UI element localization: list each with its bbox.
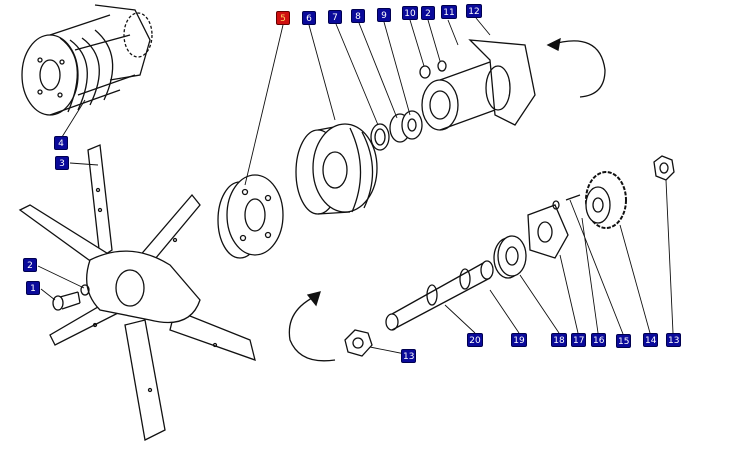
callout-16[interactable]: 16 (591, 333, 607, 347)
callout-17[interactable]: 17 (571, 333, 587, 347)
part-pulley-assembly (21, 4, 153, 116)
callout-9[interactable]: 9 (377, 8, 391, 22)
part-double-pulley (295, 123, 378, 215)
callout-2-left[interactable]: 2 (23, 258, 37, 272)
callout-15[interactable]: 15 (616, 334, 632, 348)
part-seals-bearings (370, 60, 447, 151)
part-housing (421, 39, 536, 131)
part-nut (344, 155, 675, 357)
callout-19[interactable]: 19 (511, 333, 527, 347)
callout-3[interactable]: 3 (55, 156, 69, 170)
part-fan (18, 144, 256, 441)
part-bearing (493, 235, 527, 279)
callout-5[interactable]: 5 (276, 11, 290, 25)
part-plate (527, 194, 581, 259)
part-bolt (52, 284, 90, 311)
callout-6[interactable]: 6 (302, 11, 316, 25)
callout-7[interactable]: 7 (328, 10, 342, 24)
callout-12[interactable]: 12 (466, 4, 482, 18)
rotation-arrow-top (546, 37, 606, 98)
rotation-arrow-bottom (288, 291, 336, 362)
part-gear (585, 171, 627, 229)
callout-1[interactable]: 1 (26, 281, 40, 295)
callout-14[interactable]: 14 (643, 333, 659, 347)
callout-20[interactable]: 20 (467, 333, 483, 347)
callout-4[interactable]: 4 (54, 136, 68, 150)
callout-10[interactable]: 10 (402, 6, 418, 20)
callout-11[interactable]: 11 (441, 5, 457, 19)
part-shaft (385, 260, 494, 331)
leader-lines (37, 17, 674, 357)
callout-2-top[interactable]: 2 (421, 6, 435, 20)
callout-13-right[interactable]: 13 (666, 333, 682, 347)
part-hub (217, 174, 284, 259)
callout-18[interactable]: 18 (551, 333, 567, 347)
callout-8[interactable]: 8 (351, 9, 365, 23)
callout-13-bottom[interactable]: 13 (401, 349, 417, 363)
